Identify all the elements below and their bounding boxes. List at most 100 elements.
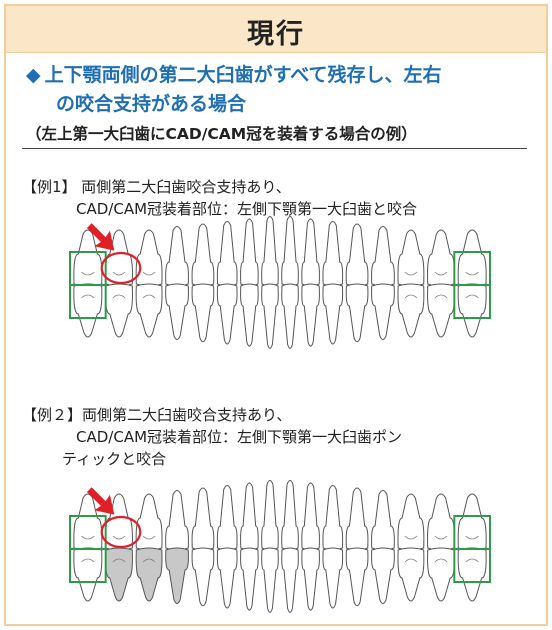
case-heading-line2: の咬合支持がある場合 <box>56 93 247 115</box>
cusp-line <box>465 558 479 563</box>
upper-tooth <box>345 487 369 551</box>
upper-tooth <box>397 229 425 287</box>
upper-tooth <box>281 480 299 551</box>
example1-text: 【例1】 両側第二大臼歯咬合支持あり、 CAD/CAM冠装着部位：左側下顎第一大… <box>22 176 417 220</box>
upper-tooth <box>345 223 369 287</box>
panel-title: 現行 <box>247 19 305 50</box>
upper-tooth <box>240 482 259 551</box>
upper-tooth <box>191 487 215 551</box>
lower-tooth <box>397 547 425 602</box>
cusp-line <box>142 271 156 276</box>
upper-tooth <box>135 229 163 287</box>
cusp-line <box>142 535 156 540</box>
upper-tooth <box>240 218 259 287</box>
example2-line3: ティックと咬合 <box>62 450 167 468</box>
example2-line1: 【例２】両側第二大臼歯咬合支持あり、 <box>22 406 292 424</box>
lower-tooth <box>240 283 259 347</box>
upper-tooth <box>165 490 189 551</box>
lower-tooth <box>371 283 395 341</box>
upper-tooth <box>165 226 189 287</box>
lower-tooth <box>322 283 344 345</box>
lower-tooth <box>216 283 238 345</box>
lower-tooth <box>427 547 455 602</box>
pontic-tooth <box>105 547 133 602</box>
cusp-line <box>142 558 156 563</box>
example-subheading: （左上第一大臼歯にCAD/CAM冠を装着する場合の例） <box>26 125 417 143</box>
cusp-line <box>81 535 95 540</box>
upper-tooth <box>371 490 395 551</box>
upper-tooth <box>301 218 320 287</box>
cadcam-crown-circle <box>100 251 142 285</box>
cusp-line <box>404 294 418 299</box>
cusp-line <box>434 535 448 540</box>
dentition-diagram-2 <box>69 480 491 613</box>
example1-line1: 【例1】 両側第二大臼歯咬合支持あり、 <box>22 178 291 196</box>
upper-tooth <box>301 482 320 551</box>
case-heading-line1: 上下顎両側の第二大臼歯がすべて残存し、左右 <box>44 64 442 86</box>
lower-tooth <box>165 283 189 341</box>
dentition-diagram-1 <box>69 216 491 349</box>
lower-tooth <box>345 283 369 343</box>
lower-tooth <box>281 283 299 349</box>
lower-tooth <box>457 547 487 602</box>
upper-tooth <box>216 485 238 551</box>
lower-tooth <box>345 547 369 607</box>
lower-tooth <box>105 283 133 338</box>
lower-tooth <box>73 283 103 338</box>
upper-tooth <box>427 493 455 551</box>
upper-tooth <box>322 221 344 287</box>
cusp-line <box>142 294 156 299</box>
upper-tooth <box>261 216 279 287</box>
upper-tooth <box>371 226 395 287</box>
pointer-arrow-icon <box>86 487 115 515</box>
cusp-line <box>434 558 448 563</box>
upper-tooth <box>191 223 215 287</box>
lower-tooth <box>261 547 279 613</box>
lower-tooth <box>457 283 487 338</box>
lower-tooth <box>322 547 344 609</box>
lower-tooth <box>281 547 299 613</box>
cusp-line <box>465 271 479 276</box>
upper-tooth <box>457 493 487 551</box>
cusp-line <box>465 535 479 540</box>
cusp-line <box>81 294 95 299</box>
upper-tooth <box>135 493 163 551</box>
pontic-tooth <box>165 547 189 605</box>
diamond-bullet-icon: ◆ <box>26 64 41 86</box>
cusp-line <box>81 271 95 276</box>
upper-tooth <box>457 229 487 287</box>
example1-line2: CAD/CAM冠装着部位：左側下顎第一大臼歯と咬合 <box>76 200 418 218</box>
cusp-line <box>81 558 95 563</box>
lower-tooth <box>216 547 238 609</box>
lower-tooth <box>191 283 215 343</box>
cusp-line <box>112 535 126 540</box>
cusp-line <box>112 558 126 563</box>
lower-tooth <box>427 283 455 338</box>
lower-tooth <box>191 547 215 607</box>
title-bar: 現行 <box>6 6 546 53</box>
lower-tooth <box>301 547 320 611</box>
upper-tooth <box>281 216 299 287</box>
example2-line2: CAD/CAM冠装着部位：左側下顎第一大臼歯ポン <box>76 428 403 446</box>
cadcam-crown-circle <box>100 515 142 549</box>
case-heading: ◆上下顎両側の第二大臼歯がすべて残存し、左右 <box>26 62 536 88</box>
pontic-tooth <box>135 547 163 602</box>
pointer-arrow-icon <box>86 223 115 251</box>
cusp-line <box>434 294 448 299</box>
cusp-line <box>112 294 126 299</box>
cusp-line <box>434 271 448 276</box>
lower-tooth <box>301 283 320 347</box>
cusp-line <box>404 558 418 563</box>
upper-tooth <box>322 485 344 551</box>
upper-tooth <box>397 493 425 551</box>
lower-tooth <box>371 547 395 605</box>
example2-text: 【例２】両側第二大臼歯咬合支持あり、 CAD/CAM冠装着部位：左側下顎第一大臼… <box>22 404 402 470</box>
upper-tooth <box>261 480 279 551</box>
lower-tooth <box>240 547 259 611</box>
lower-tooth <box>135 283 163 338</box>
upper-tooth <box>427 229 455 287</box>
cusp-line <box>404 271 418 276</box>
cusp-line <box>465 294 479 299</box>
lower-tooth <box>397 283 425 338</box>
